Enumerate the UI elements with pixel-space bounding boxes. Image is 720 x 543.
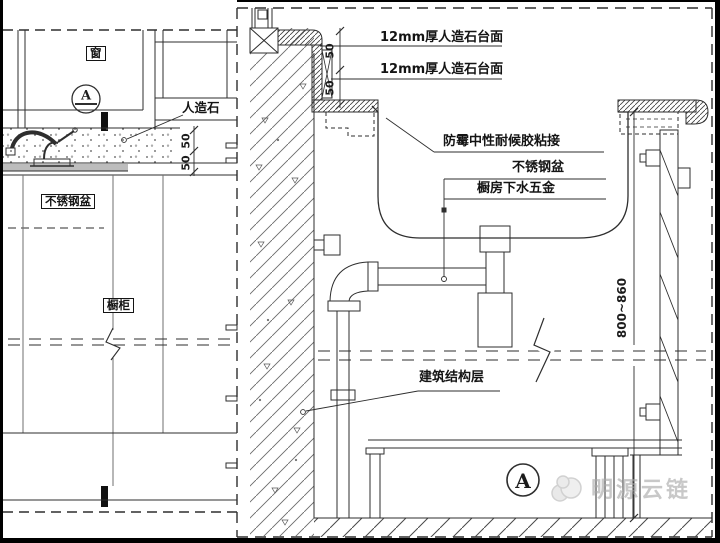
- cabinet-label: 橱柜: [103, 298, 134, 313]
- structure-layer-label: 建筑结构层: [419, 370, 485, 385]
- right-section-view: [236, 7, 713, 538]
- left-elevation-view: [3, 29, 238, 513]
- dim-50-right-lower: 50: [323, 80, 337, 96]
- dim-50-right-upper: 50: [323, 43, 337, 59]
- cloud-logo-icon: [551, 475, 582, 502]
- artificial-stone-label: 人造石: [182, 100, 220, 115]
- watermark-text: 明源云链: [591, 478, 692, 503]
- dim-50-left-lower: 50: [179, 155, 193, 171]
- frame-right: [715, 0, 720, 543]
- frame-top: [237, 0, 720, 2]
- window-label: 窗: [86, 46, 106, 61]
- section-marker-a-right: A: [515, 469, 531, 493]
- faucet: [5, 127, 78, 167]
- section-marker-a-left: A: [80, 88, 92, 104]
- frame-bottom: [0, 538, 720, 543]
- watermark: 明源云链: [548, 472, 691, 504]
- dim-50-left-upper: 50: [179, 133, 193, 149]
- frame-left: [0, 0, 3, 543]
- countertop-label-2: 12mm厚人造石台面: [380, 62, 504, 77]
- adhesive-label: 防霉中性耐候胶粘接: [443, 134, 561, 149]
- sink-label-left: 不锈钢盆: [41, 194, 95, 209]
- concrete-symbols: [255, 83, 307, 526]
- dim-height-800-860: 800~860: [615, 277, 629, 339]
- sink-label-right: 不锈钢盆: [512, 160, 565, 175]
- drain-hardware-label: 橱房下水五金: [477, 181, 556, 196]
- countertop-label-1: 12mm厚人造石台面: [380, 30, 504, 45]
- drain-assembly: [327, 225, 513, 518]
